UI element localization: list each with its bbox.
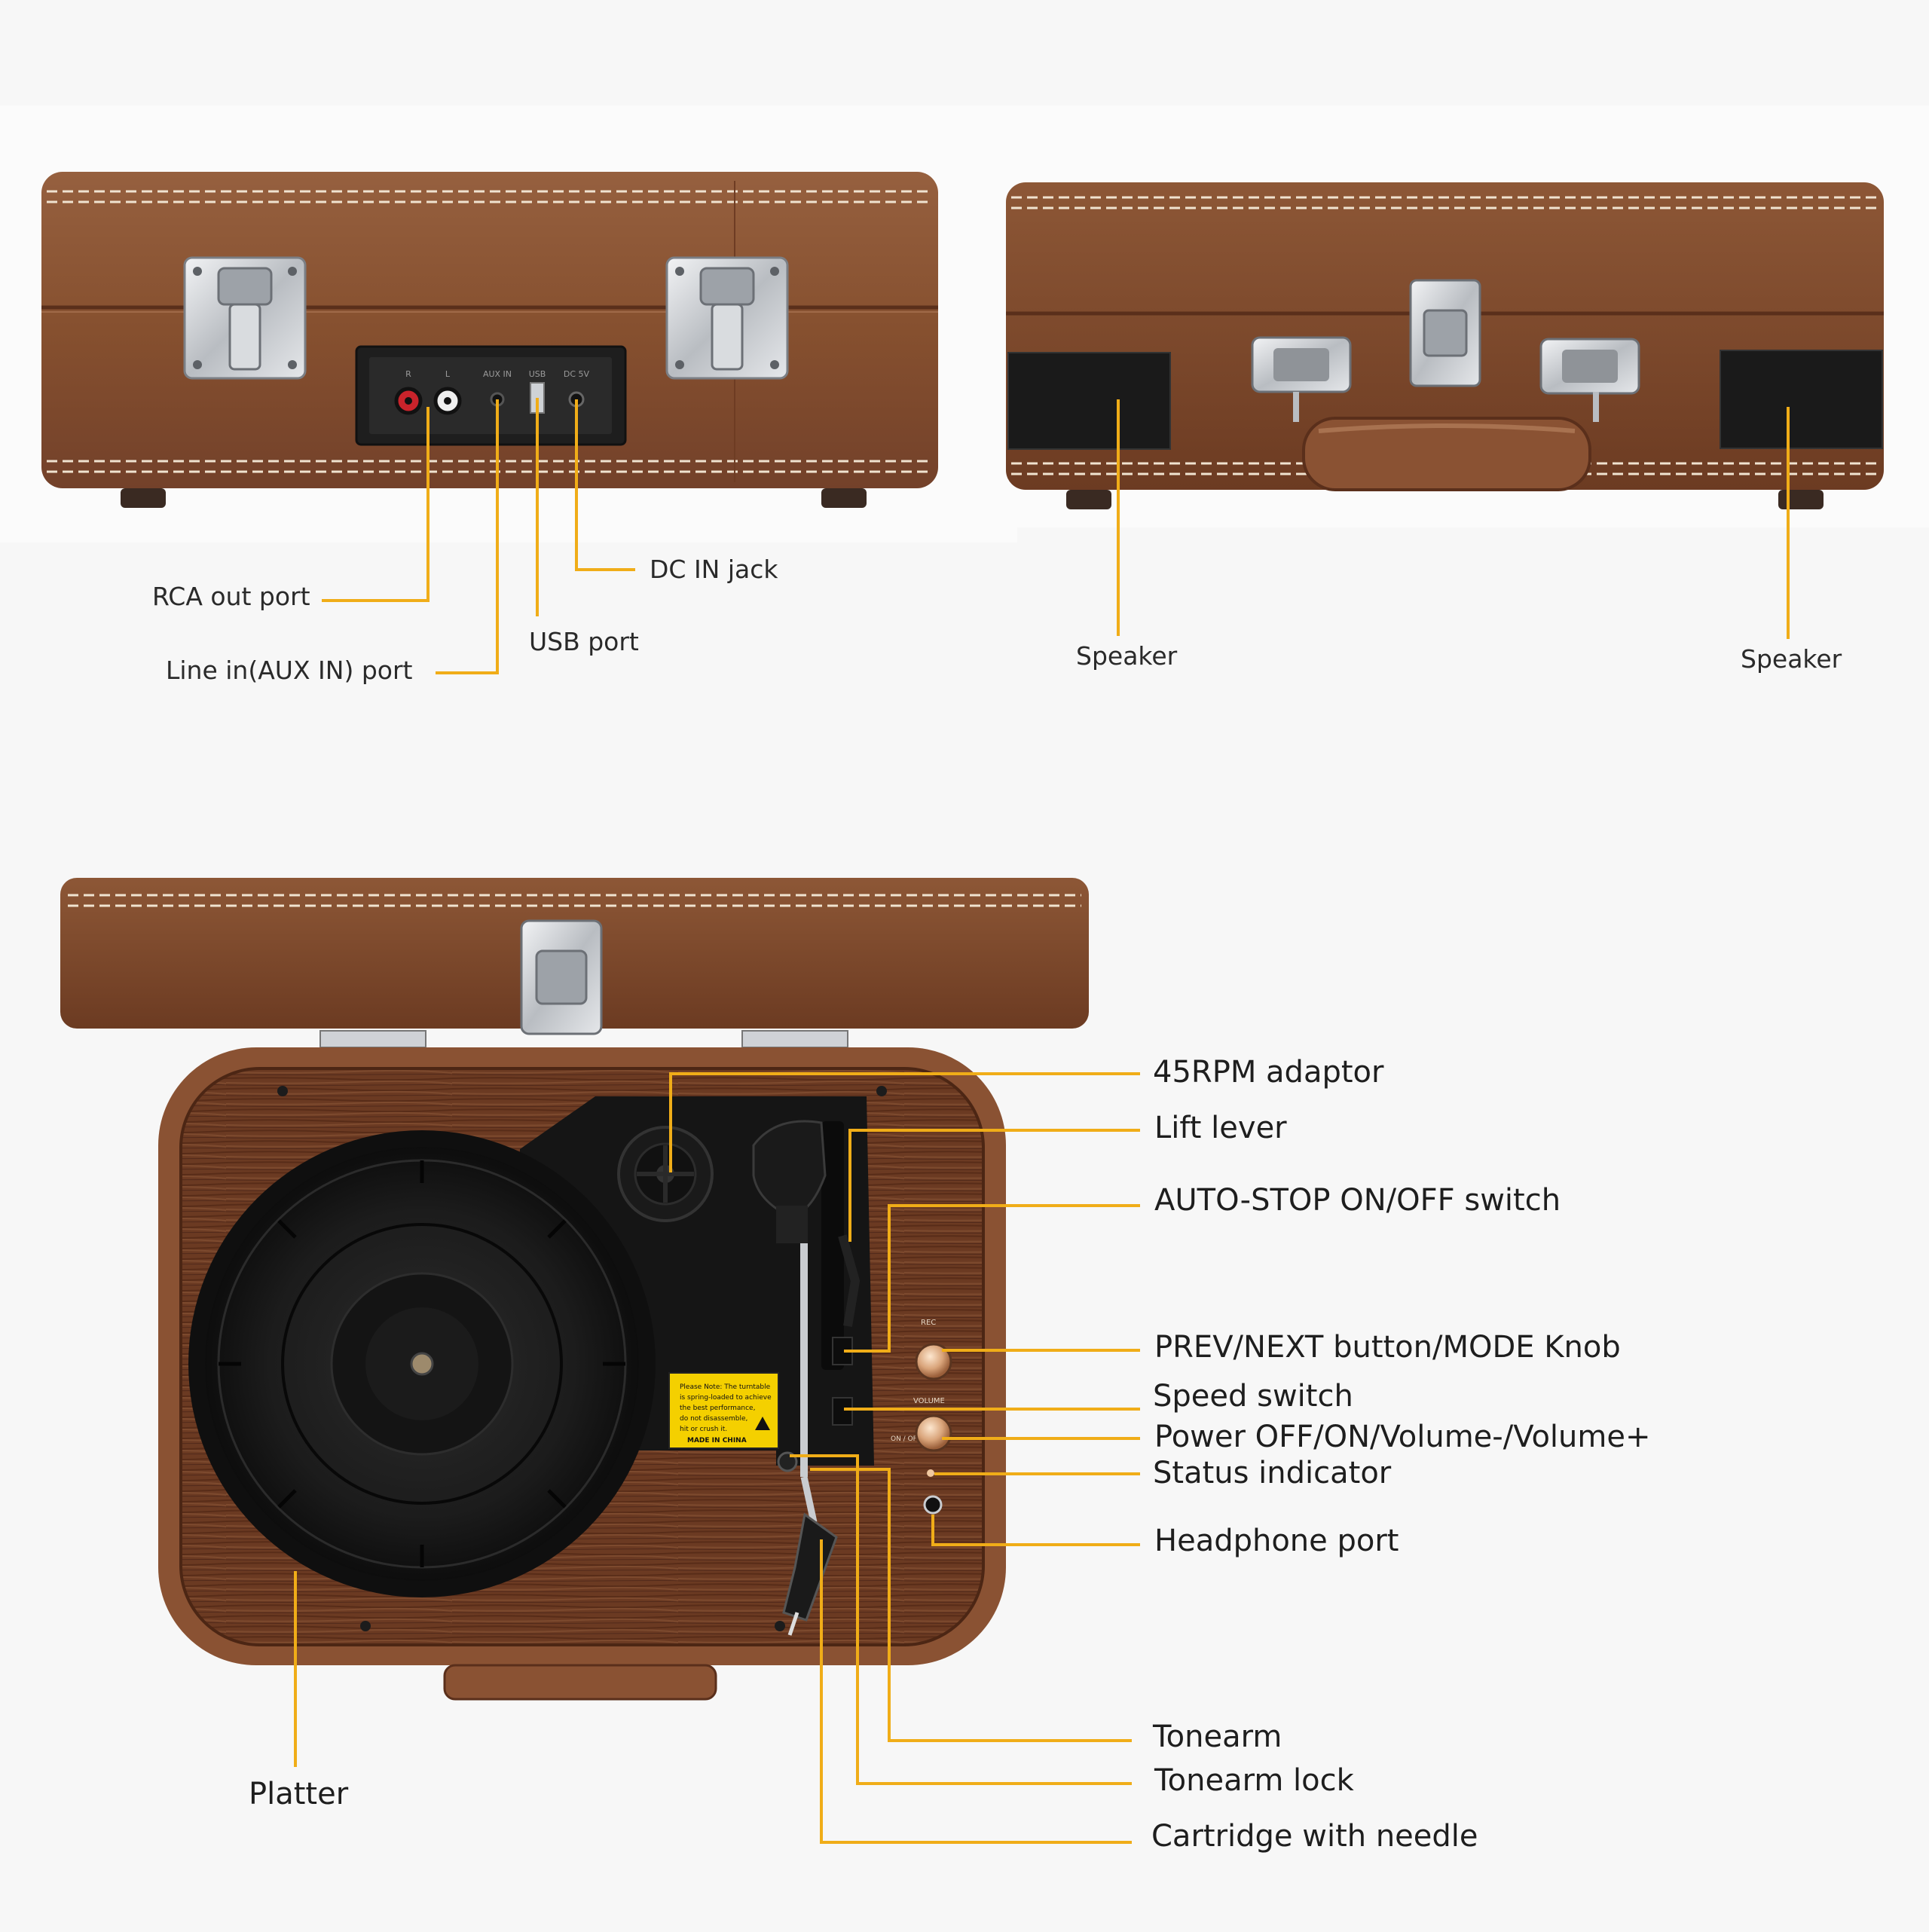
label-platter: Platter [249, 1777, 349, 1811]
latch-right-icon [665, 256, 789, 380]
warning-sticker: Please Note: The turntable is spring-loa… [668, 1372, 779, 1449]
mode-knob[interactable] [915, 1343, 952, 1380]
open-top-view: Please Note: The turntable is spring-loa… [60, 878, 1089, 1701]
line-cartridge [820, 1539, 1132, 1844]
volume-knob[interactable] [915, 1414, 952, 1452]
control-panel: REC VOLUME ON / OFF [891, 1319, 952, 1515]
status-led [927, 1469, 934, 1477]
carry-handle [1293, 392, 1599, 491]
adaptor-45rpm [617, 1126, 714, 1222]
label-rca-out: RCA out port [152, 582, 310, 611]
label-status-indicator: Status indicator [1153, 1456, 1392, 1490]
label-speaker-left: Speaker [1076, 641, 1178, 671]
label-45rpm-adaptor: 45RPM adaptor [1153, 1055, 1384, 1090]
port-panel [355, 345, 627, 446]
headphone-jack[interactable] [923, 1495, 943, 1515]
sticker-line-2: is spring-loaded to achieve [680, 1394, 772, 1402]
lift-lever [838, 1234, 861, 1327]
line-autostop [844, 1204, 1140, 1353]
label-tonearm: Tonearm [1153, 1720, 1282, 1754]
label-cartridge: Cartridge with needle [1151, 1819, 1478, 1854]
lid-latch-icon [520, 919, 603, 1035]
sticker-footer: MADE IN CHINA [687, 1437, 747, 1444]
speaker-left-grille [1007, 352, 1171, 450]
line-dc [575, 399, 635, 571]
speed-switch [832, 1397, 853, 1426]
port-marking: USB [529, 369, 546, 379]
label-headphone-port: Headphone port [1154, 1524, 1399, 1558]
warning-triangle-icon [755, 1417, 770, 1430]
panel-onoff-text: ON / OFF [891, 1435, 921, 1443]
line-tonearm [810, 1468, 1132, 1742]
sticker-line-4: do not disassemble, [680, 1415, 747, 1423]
label-usb: USB port [529, 627, 639, 656]
label-power-volume: Power OFF/ON/Volume-/Volume+ [1154, 1420, 1651, 1454]
label-tonearm-lock: Tonearm lock [1154, 1763, 1354, 1798]
line-adaptor [669, 1072, 1140, 1172]
sticker-line-3: the best performance, [680, 1405, 755, 1412]
counterweight [752, 1120, 827, 1215]
speaker-right-grille [1720, 350, 1883, 449]
leader-lines [294, 398, 1790, 1844]
port-marking: DC 5V [564, 369, 590, 379]
line-tonearm-lock [790, 1454, 1132, 1785]
port-marking: AUX IN [483, 369, 512, 379]
port-marking: L [445, 369, 451, 379]
handle-mount-right-icon [1539, 338, 1640, 395]
handle-mount-left-icon [1251, 336, 1352, 393]
platter [188, 1130, 656, 1597]
label-speaker-right: Speaker [1741, 644, 1842, 674]
latch-left-icon [183, 256, 307, 380]
label-lift-lever: Lift lever [1154, 1111, 1287, 1145]
panel-rec-text: REC [921, 1319, 936, 1327]
sticker-line-1: Please Note: The turntable [680, 1383, 771, 1391]
label-dc-in: DC IN jack [650, 555, 778, 584]
label-autostop-switch: AUTO-STOP ON/OFF switch [1154, 1183, 1561, 1218]
label-speed-switch: Speed switch [1153, 1379, 1353, 1414]
line-headphone [931, 1515, 1140, 1546]
label-line-in: Line in(AUX IN) port [166, 656, 413, 685]
label-prev-next-mode: PREV/NEXT button/MODE Knob [1154, 1330, 1621, 1365]
line-lift [848, 1129, 1140, 1242]
front-view-case [983, 105, 1929, 527]
back-view-case [0, 105, 1017, 543]
front-latch-icon [1409, 279, 1481, 387]
line-rca [322, 407, 430, 602]
line-aux [436, 399, 499, 674]
panel-volume-text: VOLUME [913, 1397, 945, 1405]
port-marking: R [405, 369, 411, 379]
sticker-line-5: hit or crush it. [680, 1426, 727, 1433]
